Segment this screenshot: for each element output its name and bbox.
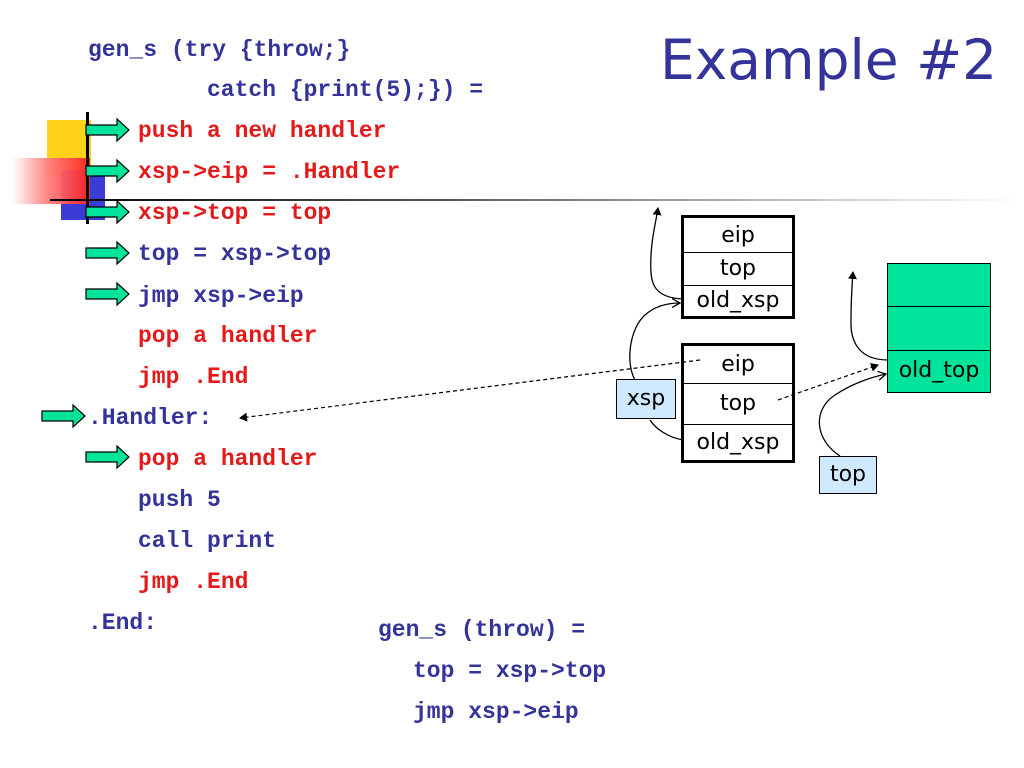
code-line-end-label: .End: (88, 610, 158, 636)
upper-frame-old-xsp: old_xsp (684, 285, 792, 317)
top-pointer-arrow (818, 374, 886, 457)
upper-old-xsp-arrow (650, 207, 685, 300)
code-line-push-5: push 5 (138, 487, 221, 513)
step-arrow-pop (85, 444, 130, 470)
throw-line-jmp-eip: jmp xsp->eip (413, 699, 579, 725)
step-arrow-4 (85, 240, 130, 266)
code-line-catch: catch {print(5);}) = (207, 77, 484, 103)
upper-frame-top: top (684, 252, 792, 285)
code-line-pop-handler: pop a handler (138, 323, 318, 349)
lower-frame-old-xsp: old_xsp (684, 424, 792, 461)
step-arrow-handler (41, 403, 86, 429)
code-line-pop-handler-2: pop a handler (138, 446, 318, 472)
top-to-old-top-arrow (777, 363, 879, 401)
upper-handler-frame: eip top old_xsp (681, 215, 795, 319)
code-line-set-top: xsp->top = top (138, 200, 332, 226)
step-arrow-2 (85, 158, 130, 184)
top-label: top (819, 456, 877, 494)
decor-red-gradient (12, 158, 90, 204)
top-stack-old-top: old_top (888, 350, 990, 392)
step-arrow-1 (85, 117, 130, 143)
lower-old-xsp-arrow (649, 419, 685, 441)
code-line-set-eip: xsp->eip = .Handler (138, 159, 401, 185)
code-line-push-handler: push a new handler (138, 118, 387, 144)
lower-handler-frame: eip top old_xsp (681, 343, 795, 463)
old-top-arrow (847, 271, 889, 361)
top-stack-slot-2 (888, 306, 990, 350)
xsp-pointer-arrow (629, 303, 680, 381)
slide-title: Example #2 (660, 28, 998, 92)
lower-frame-eip: eip (721, 352, 755, 377)
code-line-handler-label: .Handler: (88, 405, 213, 431)
lower-frame-top: top (684, 383, 792, 424)
upper-frame-eip: eip (721, 223, 755, 248)
code-line-jmp-end-2: jmp .End (138, 569, 249, 595)
code-line-gen-s: gen_s (try {throw;} (88, 37, 351, 63)
throw-line-top-assign: top = xsp->top (413, 658, 607, 684)
step-arrow-3 (85, 199, 130, 225)
code-line-jmp-eip: jmp xsp->eip (138, 283, 304, 309)
decor-horizontal-rule (50, 199, 1024, 201)
code-line-top-assign: top = xsp->top (138, 241, 332, 267)
code-line-call-print: call print (138, 528, 277, 554)
code-line-jmp-end: jmp .End (138, 364, 249, 390)
top-stack: old_top (887, 263, 991, 393)
throw-line-gen-s: gen_s (throw) = (378, 617, 586, 643)
xsp-label: xsp (616, 379, 676, 419)
eip-to-handler-arrow (239, 359, 701, 422)
step-arrow-5 (85, 281, 130, 307)
